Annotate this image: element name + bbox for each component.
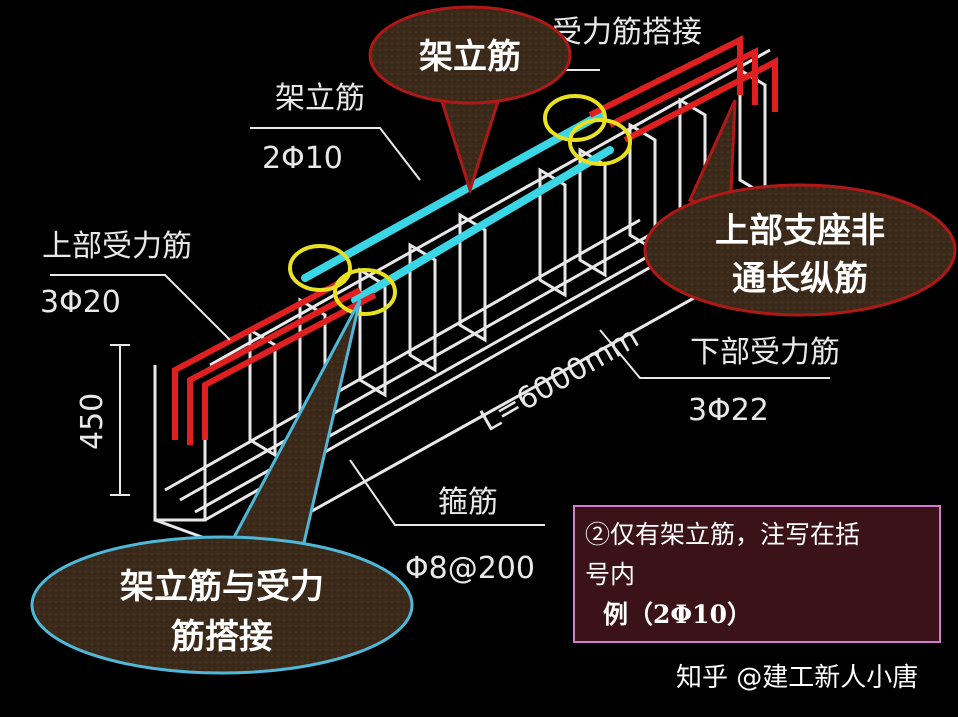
callout-bottom-line2: 筋搭接 (171, 617, 273, 657)
lap-partial-label: 受力筋搭接 (552, 15, 702, 50)
top-main-bars (172, 35, 778, 445)
bottom-bar-label: 下部受力筋 (690, 335, 840, 370)
top-bar-spec: 3Φ20 (40, 285, 121, 320)
callout-bottom: 架立筋与受力 筋搭接 (30, 299, 414, 675)
callout-bottom-line1: 架立筋与受力 (120, 567, 324, 607)
erect-bar-label: 架立筋 (275, 81, 365, 116)
erect-bars (301, 111, 614, 304)
note-line-2: 号内 (585, 560, 636, 589)
stirrup-label: 箍筋 (438, 485, 498, 520)
length-dimension: L=6000mm (475, 320, 645, 439)
stirrup-spec: Φ8@200 (405, 551, 535, 586)
note-box: ②仅有架立筋，注写在括 号内 例（2Φ10） (573, 505, 941, 643)
top-bar-label: 上部受力筋 (42, 229, 192, 264)
watermark: 知乎 @建工新人小唐 (676, 663, 919, 693)
erect-bar-spec: 2Φ10 (262, 141, 343, 176)
callout-top-text: 架立筋 (419, 37, 521, 77)
note-line-3: 例（2Φ10） (603, 600, 752, 629)
callout-right: 上部支座非 通长纵筋 (643, 99, 957, 317)
height-dimension: 450 (75, 393, 110, 450)
callout-right-line1: 上部支座非 (715, 211, 885, 251)
lap-highlight-rings (288, 94, 632, 316)
callout-top: 架立筋 (368, 5, 572, 195)
callout-right-line2: 通长纵筋 (732, 259, 868, 299)
bottom-bar-spec: 3Φ22 (688, 393, 769, 428)
note-line-1: ②仅有架立筋，注写在括 (585, 520, 861, 549)
